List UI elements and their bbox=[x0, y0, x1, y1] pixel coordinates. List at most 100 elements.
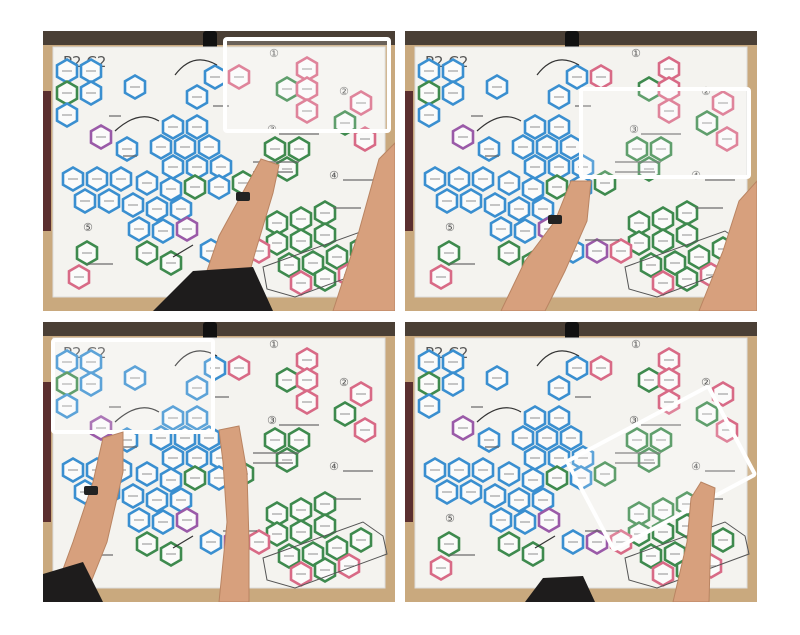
arrow bbox=[534, 535, 556, 549]
hexagon-label-scribble bbox=[514, 499, 524, 501]
handwritten-note bbox=[213, 396, 229, 398]
hexagon-label-scribble bbox=[190, 477, 200, 479]
hexagon-label-scribble bbox=[142, 473, 152, 475]
camera-clip bbox=[203, 31, 217, 51]
hexagon-label-scribble bbox=[320, 525, 330, 527]
circled-numeral: ① bbox=[631, 47, 641, 60]
hexagon-map: P2 C2①②③④⑤ bbox=[55, 47, 388, 298]
hexagon-label-scribble bbox=[424, 383, 434, 385]
hexagon-label-scribble bbox=[176, 499, 186, 501]
hexagon-label-scribble bbox=[128, 204, 138, 206]
hexagon-label-scribble bbox=[96, 427, 106, 429]
hexagon-label-scribble bbox=[62, 114, 72, 116]
hexagon-label-scribble bbox=[552, 477, 562, 479]
hexagon-label-scribble bbox=[504, 252, 514, 254]
hexagon-label-scribble bbox=[320, 234, 330, 236]
hexagon-label-scribble bbox=[74, 276, 84, 278]
hexagon-label-scribble bbox=[320, 212, 330, 214]
book-spines bbox=[43, 382, 51, 522]
hexagon-label-scribble bbox=[294, 148, 304, 150]
hexagon-label-scribble bbox=[554, 166, 564, 168]
hexagon-label-scribble bbox=[664, 359, 674, 361]
handwritten-note bbox=[449, 554, 475, 556]
hexagon-label-scribble bbox=[466, 491, 476, 493]
hexagon-label-scribble bbox=[206, 541, 216, 543]
hexagon-label-scribble bbox=[490, 204, 500, 206]
handwritten-note bbox=[615, 161, 661, 163]
hexagon-label-scribble bbox=[682, 525, 692, 527]
hexagon-label-scribble bbox=[296, 531, 306, 533]
hexagon-label-scribble bbox=[96, 136, 106, 138]
circled-numeral: ① bbox=[631, 338, 641, 351]
hand-arm bbox=[218, 425, 250, 602]
hexagon-label-scribble bbox=[718, 539, 728, 541]
hexagon-label-scribble bbox=[142, 543, 152, 545]
hexagon-label-scribble bbox=[664, 110, 674, 112]
hexagon-label-scribble bbox=[122, 439, 132, 441]
hexagon-label-scribble bbox=[356, 102, 366, 104]
hexagon-label-scribble bbox=[214, 477, 224, 479]
arrow bbox=[536, 350, 580, 367]
hexagon-label-scribble bbox=[542, 437, 552, 439]
hexagon-label-scribble bbox=[444, 543, 454, 545]
hexagon-label-scribble bbox=[530, 417, 540, 419]
hexagon-label-scribble bbox=[86, 361, 96, 363]
hexagon-label-scribble bbox=[670, 262, 680, 264]
circled-numeral: ② bbox=[339, 376, 349, 389]
hexagon-label-scribble bbox=[554, 457, 564, 459]
arrow bbox=[114, 407, 160, 423]
hexagon-label-scribble bbox=[448, 361, 458, 363]
hexagon-label-scribble bbox=[644, 168, 654, 170]
hexagon-label-scribble bbox=[128, 495, 138, 497]
hexagon-label-scribble bbox=[296, 240, 306, 242]
hexagon-label-scribble bbox=[544, 519, 554, 521]
hexagon-label-scribble bbox=[644, 459, 654, 461]
hexagon-label-scribble bbox=[282, 459, 292, 461]
hexagon-label-scribble bbox=[302, 88, 312, 90]
hexagon-label-scribble bbox=[122, 148, 132, 150]
hexagon-label-scribble bbox=[340, 122, 350, 124]
hexagon-label-scribble bbox=[206, 250, 216, 252]
hexagon-label-scribble bbox=[454, 178, 464, 180]
hexagon-label-scribble bbox=[644, 379, 654, 381]
hexagon-label-scribble bbox=[530, 166, 540, 168]
hexagon-label-scribble bbox=[86, 383, 96, 385]
hexagon-label-scribble bbox=[360, 138, 370, 140]
hexagon-label-scribble bbox=[600, 182, 610, 184]
hexagon-label-scribble bbox=[234, 76, 244, 78]
hexagon-label-scribble bbox=[356, 539, 366, 541]
wall bbox=[43, 31, 395, 45]
hexagon-label-scribble bbox=[116, 178, 126, 180]
hexagon-label-scribble bbox=[702, 413, 712, 415]
hexagon-label-scribble bbox=[592, 250, 602, 252]
hexagon-label-scribble bbox=[190, 186, 200, 188]
hexagon-label-scribble bbox=[192, 166, 202, 168]
circled-numeral: ③ bbox=[629, 414, 639, 427]
handwritten-note bbox=[253, 452, 299, 454]
arrow bbox=[476, 116, 522, 132]
hexagon-label-scribble bbox=[478, 469, 488, 471]
hexagon-label-scribble bbox=[528, 479, 538, 481]
hexagon-label-scribble bbox=[554, 417, 564, 419]
hexagon-label-scribble bbox=[158, 230, 168, 232]
hexagon-label-scribble bbox=[658, 531, 668, 533]
hexagon-label-scribble bbox=[530, 457, 540, 459]
handwritten-note bbox=[253, 161, 299, 163]
hexagon-label-scribble bbox=[216, 166, 226, 168]
hexagon-label-scribble bbox=[272, 513, 282, 515]
hexagon-label-scribble bbox=[616, 250, 626, 252]
hexagon-label-scribble bbox=[192, 387, 202, 389]
camera-clip bbox=[203, 322, 217, 342]
hexagon-label-scribble bbox=[68, 469, 78, 471]
circled-numeral: ④ bbox=[329, 169, 339, 182]
hexagon-label-scribble bbox=[538, 499, 548, 501]
hexagon-map: P2 C2①②③④⑤ bbox=[417, 338, 750, 589]
hexagon-label-scribble bbox=[722, 429, 732, 431]
hexagon-label-scribble bbox=[596, 76, 606, 78]
hexagon-label-scribble bbox=[296, 509, 306, 511]
hexagon-label-scribble bbox=[528, 188, 538, 190]
hexagon-label-scribble bbox=[204, 437, 214, 439]
hexagon-label-scribble bbox=[616, 541, 626, 543]
hexagon-label-scribble bbox=[554, 126, 564, 128]
hexagon-label-scribble bbox=[302, 68, 312, 70]
